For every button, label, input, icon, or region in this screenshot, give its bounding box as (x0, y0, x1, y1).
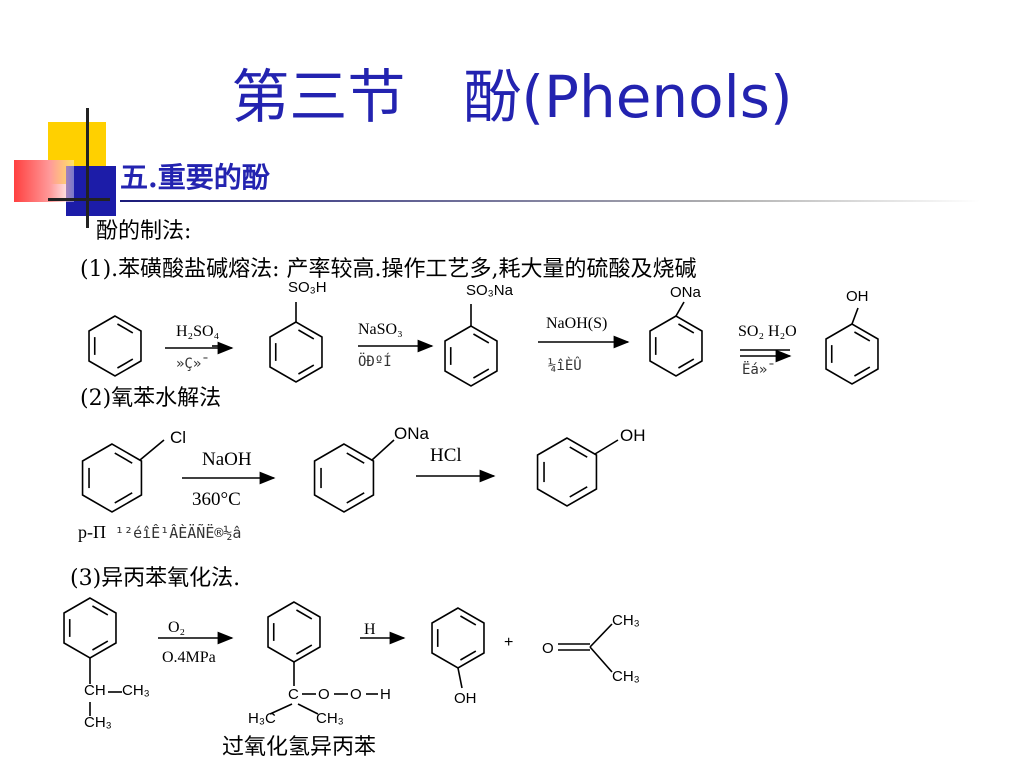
s3-ch3-right-label: CH₃ (122, 682, 150, 699)
s2-note: p-Π ¹²éîÊ¹ÂÈÄÑË®½â (78, 522, 241, 542)
s1-reagent4-top: SO₂ H₂O (738, 323, 797, 340)
s1-reagent1-top: H₂SO₄ (176, 323, 220, 340)
s3-h-label: H (380, 686, 391, 703)
s3-phenol-ring (431, 607, 485, 669)
decor-blue-square (66, 166, 116, 216)
s1-reagent4-bottom: Ëá»¯ (742, 362, 776, 378)
s1-so3na-label: SO₃Na (466, 282, 513, 299)
s1-sulfonate-ring (444, 325, 498, 387)
s1-ona-label: ONa (670, 284, 701, 301)
s3-o1-label: O (318, 686, 330, 703)
s1-reagent3-bottom: ¼îÈÛ (548, 358, 582, 374)
decor-red-square (14, 160, 74, 202)
s2-phenoxide-ring (313, 443, 375, 513)
s3-ch3-lower-label: CH₃ (612, 668, 640, 685)
s1-ona-bond (675, 301, 685, 317)
s2-ona-bond (371, 439, 395, 461)
s3-cumene-ring (63, 597, 117, 659)
title-underline (120, 200, 980, 202)
s2-reagent1-top: NaOH (202, 449, 252, 470)
s3-reagent2-top: H (364, 621, 376, 638)
s2-reagent2-top: HCl (430, 445, 462, 466)
method-1-text: (1).苯磺酸盐碱熔法: 产率较高.操作工艺多,耗大量的硫酸及烧碱 (80, 257, 697, 282)
s2-note-garbled: ¹²éîÊ¹ÂÈÄÑË®½â (106, 524, 242, 542)
s1-sulfonic-ring (269, 321, 323, 383)
s1-benzene-ring (88, 315, 142, 377)
s2-chlorobenzene-ring (81, 443, 143, 513)
s3-ch-label: CH (84, 682, 106, 699)
s3-c-ch3-bond (297, 703, 319, 715)
s1-so3h-label: SO₃H (288, 279, 327, 296)
section-subtitle: 五.重要的酚 (120, 161, 270, 194)
s3-c-h3c-bond (269, 703, 293, 715)
s3-oh-label: OH (454, 690, 477, 707)
s1-oh-bond (851, 307, 859, 325)
s3-reagent1-top: O₂ (168, 619, 186, 636)
s3-ketone-o-label: O (542, 640, 554, 657)
s3-oh-bond (457, 667, 463, 689)
method-2-text: (2)氧苯水解法 (80, 386, 222, 411)
s3-h3c-label: H₃C (248, 710, 276, 727)
s1-phenol-ring (825, 323, 879, 385)
s1-reagent3-top: NaOH(S) (546, 315, 608, 332)
section-heading: 酚的制法: (96, 219, 192, 244)
s1-reagent1-bottom: »Ç»¯ (176, 356, 210, 372)
method-3-text: (3)异丙苯氧化法. (70, 566, 241, 591)
s2-ona-label: ONa (394, 424, 429, 443)
s3-ch3-bottom-label: CH₃ (84, 714, 112, 731)
s3-ketone-ch3-bottom-bond (589, 646, 613, 673)
page-title: 第三节 酚(Phenols) (231, 63, 793, 131)
s1-phenoxide-ring (649, 315, 703, 377)
s3-reagent1-bottom: O.4MPa (162, 649, 216, 666)
s2-cl-label: Cl (170, 428, 187, 447)
decor-vertical-line (86, 108, 89, 228)
s3-o2-label: O (350, 686, 362, 703)
decor-horizontal-line (48, 198, 110, 201)
s1-oh-label: OH (846, 288, 869, 305)
s2-reagent1-bottom: 360°C (192, 489, 241, 510)
s2-oh-bond (594, 439, 619, 455)
s3-c-label: C (288, 686, 299, 703)
s2-cl-bond (139, 439, 165, 461)
footer-compound-name: 过氧化氢异丙苯 (222, 735, 377, 760)
s2-oh-label: OH (620, 426, 646, 445)
s1-reagent2-bottom: ÖÐºÍ (358, 354, 392, 370)
s3-plus: + (504, 634, 514, 651)
s2-note-prefix: p-Π (78, 522, 106, 542)
s3-ch3-label-2: CH₃ (316, 710, 344, 727)
s1-reagent2-top: NaSO₃ (358, 321, 403, 338)
s3-ch3-top-label: CH₃ (612, 612, 640, 629)
s3-ketone-ch3-top-bond (589, 623, 613, 648)
s3-hydroperoxide-ring (267, 601, 321, 663)
s2-phenol-ring (536, 437, 598, 507)
